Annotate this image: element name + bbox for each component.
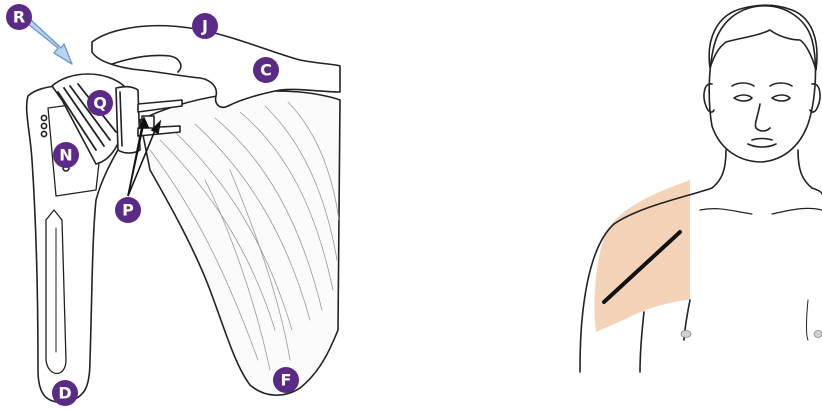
shoulder-anatomy-illustration xyxy=(27,26,340,403)
marker-c-label: C xyxy=(260,61,272,80)
marker-c: C xyxy=(253,57,279,83)
nipple-right xyxy=(814,331,822,338)
torso-outline-right xyxy=(812,188,822,194)
marker-j-label: J xyxy=(201,17,208,36)
marker-j: J xyxy=(192,13,218,39)
marker-d: D xyxy=(52,380,78,406)
skin-shaded-region xyxy=(594,180,690,332)
marker-f: F xyxy=(273,367,299,393)
blue-indicator-arrow xyxy=(28,20,72,64)
marker-p-label: P xyxy=(122,201,134,220)
scapula-outline xyxy=(140,91,340,395)
marker-q-label: Q xyxy=(93,94,107,113)
neck-outline xyxy=(712,150,726,188)
marker-r: R xyxy=(6,4,32,30)
marker-n-label: N xyxy=(59,146,72,165)
marker-n: N xyxy=(53,142,79,168)
patient-torso-illustration xyxy=(580,5,822,372)
marker-p: P xyxy=(115,197,141,223)
marker-q: Q xyxy=(87,90,113,116)
arm-inner-line xyxy=(640,312,644,372)
marker-r-label: R xyxy=(13,8,25,27)
marker-d-label: D xyxy=(58,384,71,403)
marker-f-label: F xyxy=(281,371,292,390)
nipple-left xyxy=(681,331,691,338)
